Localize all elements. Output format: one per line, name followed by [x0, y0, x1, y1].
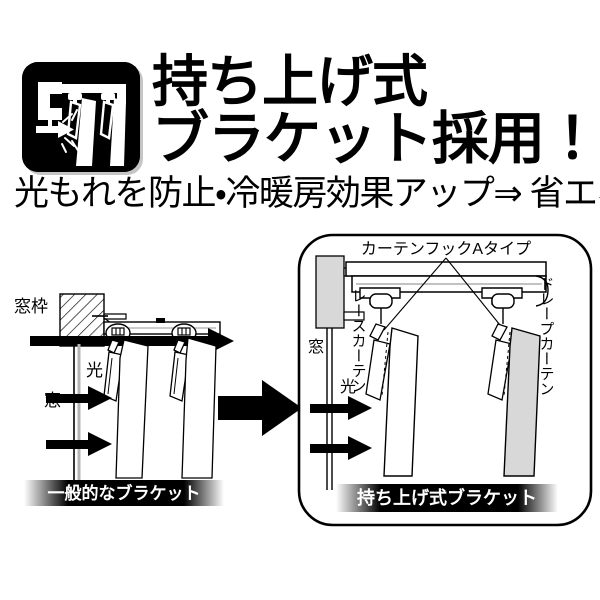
lift-up-bracket-diagram: カーテンフックAタイプ レースカーテン ドレープカーテン 窓 光 持ち上げ式ブラ…	[296, 232, 596, 532]
label-window: 窓	[44, 391, 61, 410]
page-subtitle: 光もれを防止・冷暖房効果アップ⇒ 省エネ	[14, 174, 600, 213]
title-line-2: ブラケット採用！	[152, 107, 600, 172]
label-drape-curtain: ドレープカーテン	[538, 276, 555, 396]
page-title: 持ち上げ式 ブラケット採用！	[152, 50, 600, 172]
right-caption: 持ち上げ式ブラケット	[357, 487, 537, 508]
left-caption: 一般的なブラケット	[48, 483, 201, 503]
right-arrow-icon	[218, 378, 308, 438]
header: 持ち上げ式 ブラケット採用！ 光もれを防止・冷暖房効果アップ⇒ 省エネ	[0, 0, 600, 225]
light-ray-arrow-icon	[310, 396, 372, 460]
general-bracket-diagram: 窓枠 光 窓 一般的なブラケット	[8, 236, 258, 516]
label-window-frame: 窓枠	[14, 297, 48, 316]
title-line-1: 持ち上げ式	[152, 50, 428, 113]
label-light: 光	[86, 361, 103, 380]
label-curtain-hook: カーテンフックAタイプ	[361, 240, 531, 258]
label-lace-curtain: レースカーテン	[350, 288, 367, 393]
label-window: 窓	[308, 338, 324, 356]
lift-up-bracket-icon	[22, 62, 140, 172]
label-light: 光	[340, 378, 356, 396]
light-ray-arrow-icon	[46, 386, 112, 456]
